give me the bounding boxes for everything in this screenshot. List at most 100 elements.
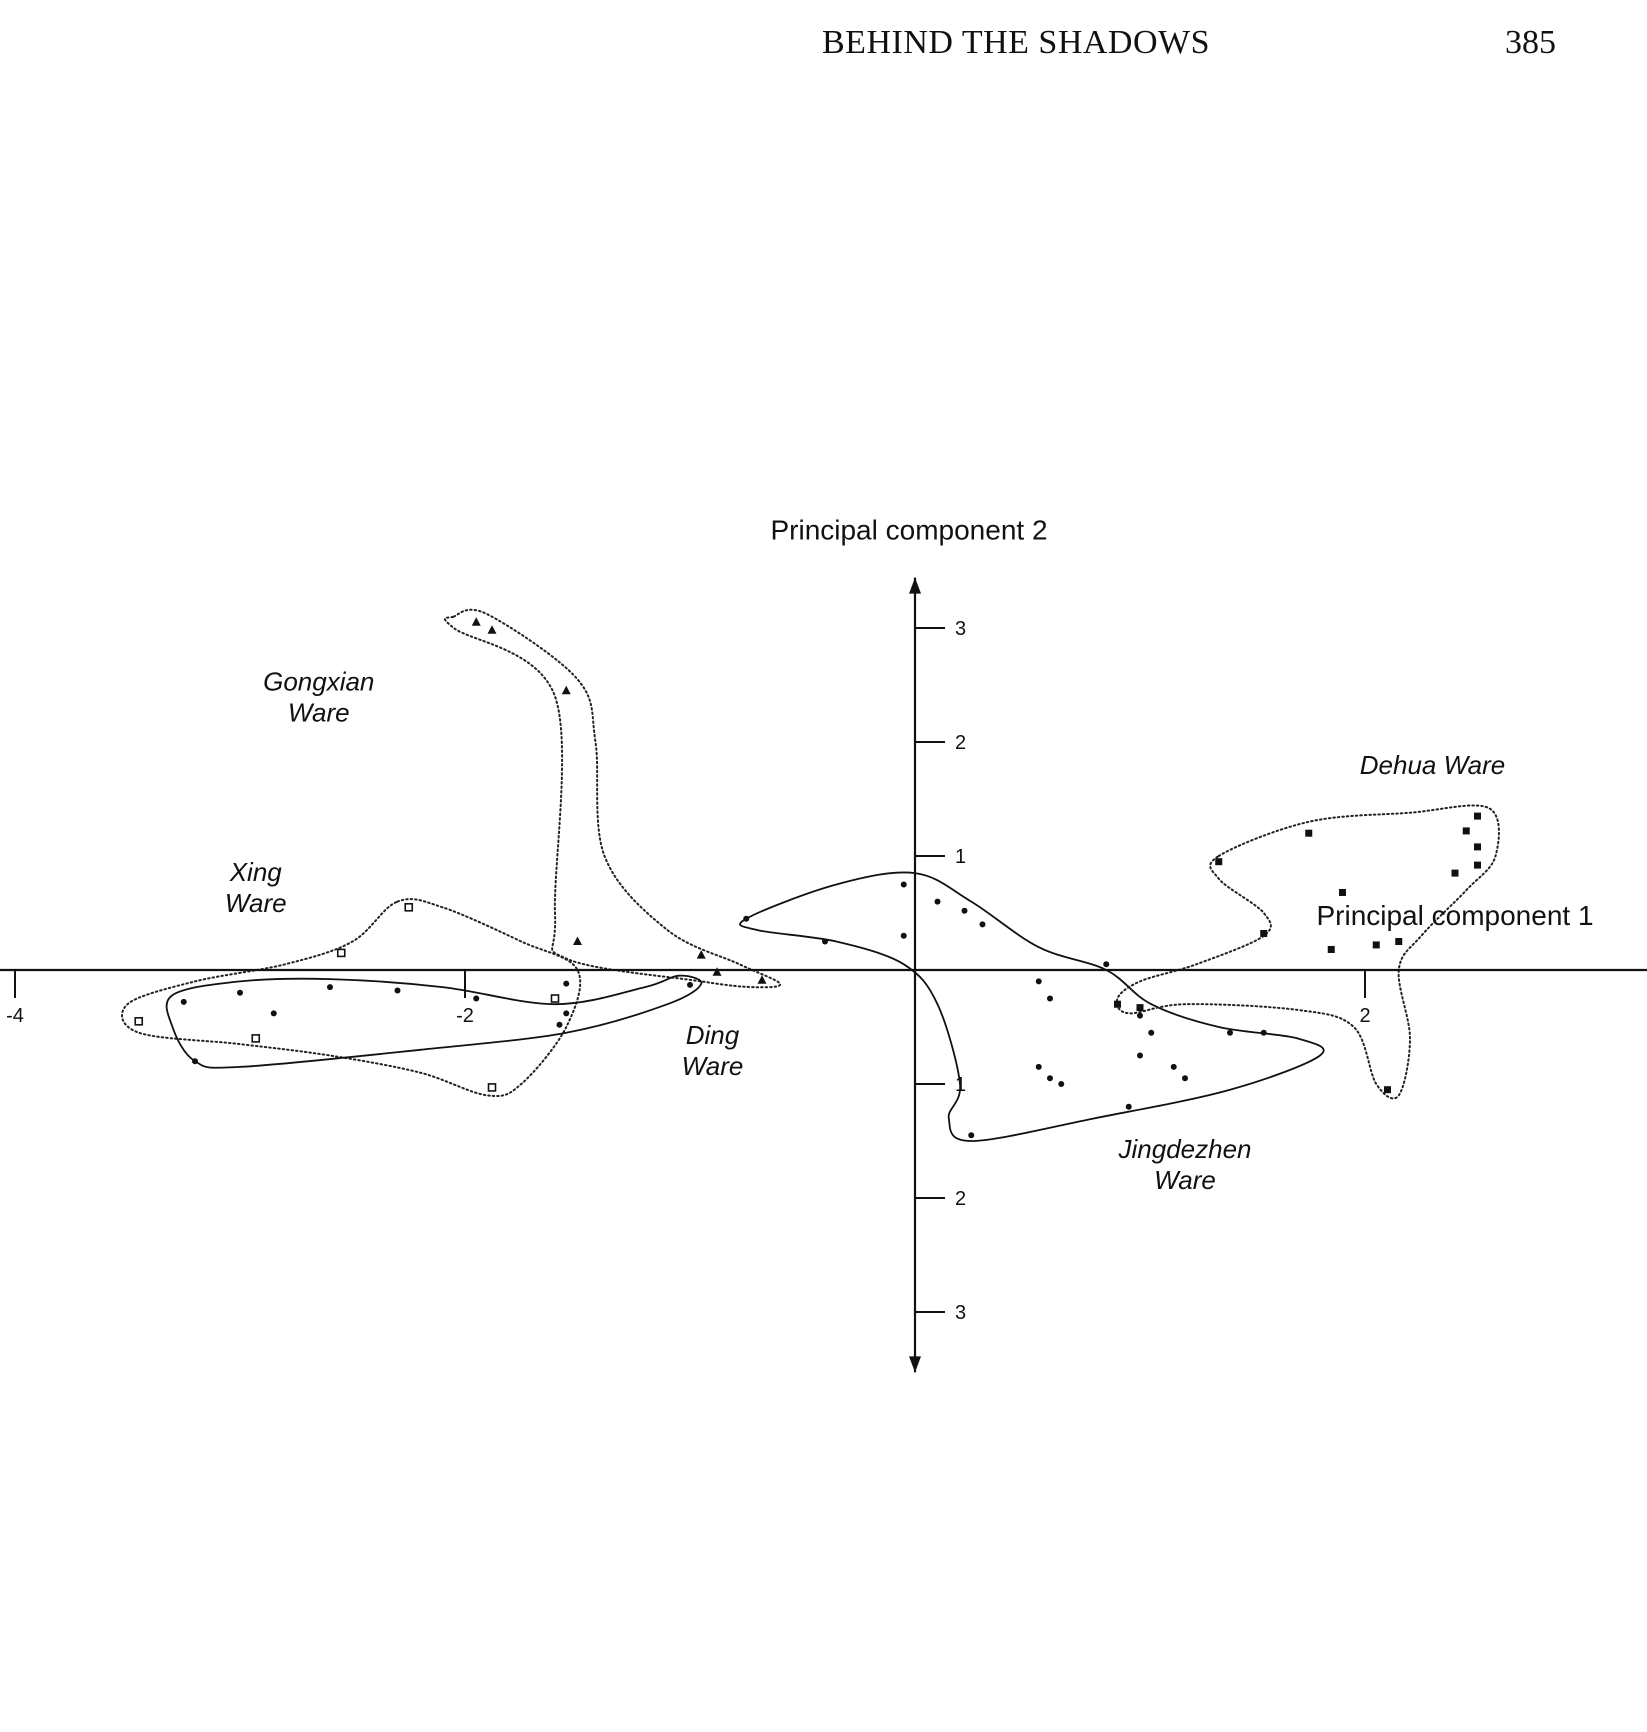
- xing-ware-label-line: Ware: [225, 888, 287, 918]
- dehua-ware-point: [1462, 827, 1470, 835]
- jingdezhen-ware-point: [934, 898, 941, 905]
- ding-ware-point: [687, 981, 693, 988]
- jingdezhen-ware-point: [1227, 1029, 1233, 1036]
- dehua-ware-point: [1474, 812, 1481, 820]
- dehua-ware-point: [1136, 1004, 1144, 1012]
- jingdezhen-ware-point: [1047, 995, 1053, 1002]
- ding-ware-point: [563, 980, 570, 987]
- data-points: [134, 617, 1481, 1139]
- xing-ware-point: [251, 1034, 261, 1043]
- dehua-ware-point: [1395, 938, 1403, 945]
- jingdezhen-ware-point: [961, 907, 968, 914]
- y-axis-title: Principal component 2: [770, 515, 1047, 546]
- ding-ware-point: [563, 1010, 570, 1017]
- jingdezhen-ware-point: [743, 915, 750, 922]
- y-tick-label: 2: [955, 732, 966, 754]
- jingdezhen-ware-point: [968, 1132, 975, 1139]
- jingdezhen-ware-point: [822, 938, 828, 945]
- y-tick-label: 1: [955, 846, 966, 868]
- jingdezhen-ware-point: [900, 881, 907, 888]
- ding-ware-point: [394, 987, 401, 994]
- jingdezhen-ware-label-line: Jingdezhen: [1118, 1134, 1252, 1164]
- dehua-ware-point: [1260, 930, 1268, 938]
- jingdezhen-ware-label-line: Ware: [1154, 1165, 1216, 1195]
- xing-ware-point: [336, 948, 346, 958]
- dehua-ware-point: [1114, 1000, 1121, 1008]
- y-tick-label: 3: [955, 1302, 966, 1324]
- dehua-ware-hull: [1115, 804, 1500, 1100]
- ding-ware-point: [473, 995, 480, 1002]
- gongxian-ware-point: [573, 936, 582, 945]
- x-tick-label: 2: [1359, 1005, 1370, 1027]
- gongxian-ware-point: [487, 625, 497, 634]
- ding-ware-point: [192, 1058, 198, 1065]
- dehua-ware-point: [1384, 1086, 1391, 1094]
- jingdezhen-ware-point: [900, 932, 907, 939]
- jingdezhen-ware-point: [1137, 1012, 1143, 1019]
- jingdezhen-ware-point: [1260, 1029, 1267, 1036]
- running-title: BEHIND THE SHADOWS: [822, 24, 1211, 61]
- ding-ware-label-line: Ding: [686, 1020, 740, 1050]
- gongxian-ware-point: [757, 975, 767, 984]
- xing-ware-point: [487, 1083, 497, 1092]
- ding-ware-point: [556, 1021, 563, 1028]
- xing-ware-hull: [120, 898, 582, 1098]
- jingdezhen-ware-point: [979, 921, 986, 928]
- gongxian-ware-point: [471, 617, 481, 626]
- jingdezhen-ware-point: [1170, 1063, 1177, 1070]
- gongxian-ware-hull: [443, 608, 782, 989]
- cluster-hulls: [120, 608, 1500, 1142]
- dehua-ware-point: [1451, 869, 1459, 877]
- y-axis-arrow-up: [909, 577, 921, 594]
- y-tick-label: 3: [955, 618, 966, 640]
- jingdezhen-ware-point: [1182, 1075, 1188, 1082]
- x-tick-label: -4: [6, 1005, 24, 1027]
- y-tick-label: 1: [955, 1074, 966, 1096]
- labels: Principal component 1 Principal component…: [225, 515, 1594, 1196]
- axes: -4-224321123: [0, 577, 1647, 1373]
- gongxian-ware-point: [696, 950, 706, 959]
- jingdezhen-ware-point: [1058, 1081, 1065, 1087]
- jingdezhen-ware-point: [1035, 1063, 1042, 1070]
- gongxian-ware-label-line: Ware: [288, 698, 350, 728]
- page-header: BEHIND THE SHADOWS 385: [0, 0, 1647, 100]
- y-axis-arrow-down: [909, 1356, 921, 1373]
- jingdezhen-ware-point: [1125, 1103, 1132, 1110]
- dehua-ware-point: [1339, 888, 1346, 896]
- jingdezhen-ware-hull: [739, 871, 1325, 1142]
- ding-ware-hull: [165, 974, 703, 1069]
- ding-ware-point: [237, 989, 243, 996]
- dehua-ware-point: [1305, 829, 1313, 837]
- xing-ware-point: [550, 994, 560, 1003]
- ding-ware-label-line: Ware: [682, 1051, 744, 1081]
- gongxian-ware-point: [712, 967, 722, 976]
- xing-ware-label-line: Xing: [229, 857, 283, 887]
- jingdezhen-ware-point: [1047, 1075, 1053, 1082]
- jingdezhen-ware-point: [1148, 1029, 1155, 1036]
- dehua-ware-label-line: Dehua Ware: [1360, 750, 1506, 780]
- gongxian-ware-label-line: Gongxian: [263, 667, 374, 697]
- dehua-ware-point: [1372, 941, 1380, 949]
- x-axis-title: Principal component 1: [1316, 900, 1593, 931]
- x-tick-label: -2: [456, 1005, 474, 1027]
- y-tick-label: 2: [955, 1188, 966, 1210]
- jingdezhen-ware-point: [1035, 978, 1042, 985]
- dehua-ware-point: [1327, 945, 1335, 953]
- jingdezhen-ware-point: [1103, 961, 1110, 968]
- jingdezhen-ware-point: [1137, 1052, 1143, 1059]
- gongxian-ware-point: [561, 685, 571, 695]
- dehua-ware-point: [1474, 861, 1481, 869]
- ding-ware-point: [180, 998, 187, 1005]
- xing-ware-point: [134, 1016, 144, 1026]
- xing-ware-point: [404, 902, 414, 912]
- dehua-ware-point: [1215, 858, 1223, 866]
- dehua-ware-point: [1474, 843, 1481, 851]
- dehua-ware-label: Dehua Ware: [1360, 750, 1506, 780]
- ding-ware-point: [327, 984, 333, 991]
- ding-ware-point: [270, 1010, 277, 1017]
